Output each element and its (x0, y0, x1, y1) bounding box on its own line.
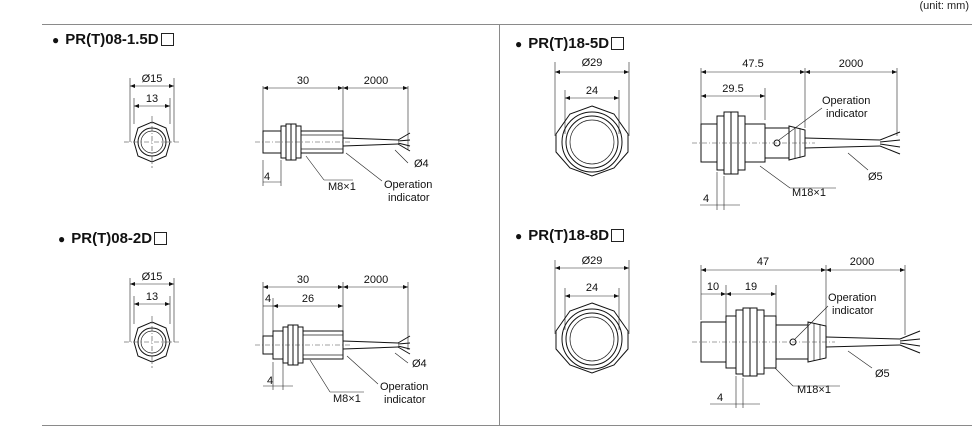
dim-cable-length: 2000 (364, 75, 388, 87)
dim-cable-length: 2000 (839, 58, 863, 70)
indicator-label-1: Operation (822, 95, 870, 107)
cable-dia-label: Ø4 (412, 358, 427, 370)
dim-body-length: 30 (297, 274, 309, 286)
section-title-pr08-1-5d: ● PR(T)08-1.5D (52, 31, 174, 48)
thread-label: M18×1 (797, 384, 831, 396)
dim-cable-length: 2000 (850, 256, 874, 268)
frame-top-line (42, 24, 972, 25)
indicator-label-1: Operation (828, 292, 876, 304)
front-inner-dia: 13 (146, 93, 158, 105)
frame-divider (499, 24, 500, 426)
indicator-label-2: indicator (384, 394, 426, 406)
dim-nut-gap: 4 (717, 392, 723, 404)
unit-note: (unit: mm) (919, 0, 970, 12)
dim-body-length: 47 (757, 256, 769, 268)
frame-bottom-line (42, 425, 972, 426)
front-view-pr08-2d: Ø15 13 (124, 271, 180, 368)
front-outer-dia: Ø15 (142, 73, 163, 85)
cable-dia-label: Ø5 (875, 368, 890, 380)
front-inner-dia: 24 (586, 282, 598, 294)
side-view-pr08-1-5d: 30 2000 4 M8×1 Operation indicator Ø4 (255, 75, 432, 204)
indicator-label-2: indicator (826, 108, 868, 120)
front-outer-dia: Ø29 (582, 255, 603, 267)
side-view-pr18-8d: 47 2000 10 19 4 M18×1 (692, 256, 921, 408)
front-inner-dia: 24 (586, 85, 598, 97)
side-view-pr08-2d: 30 2000 4 26 4 M8×1 Operation indicator (255, 274, 428, 406)
dim-nut-gap: 4 (703, 193, 709, 205)
checkbox-placeholder-icon (160, 33, 174, 46)
dim-protrude: 10 (707, 281, 719, 293)
front-view-pr08-1-5d: Ø15 13 (124, 73, 180, 168)
indicator-label-2: indicator (388, 192, 430, 204)
section-title-pr18-8d: ● PR(T)18-8D (515, 227, 625, 244)
model-name: PR(T)08-2D (71, 230, 153, 247)
front-outer-dia: Ø15 (142, 271, 163, 283)
front-view-pr18-5d: Ø29 24 (554, 57, 630, 177)
front-inner-dia: 13 (146, 291, 158, 303)
checkbox-placeholder-icon (611, 37, 625, 50)
indicator-label-1: Operation (380, 381, 428, 393)
bullet-icon: ● (515, 228, 523, 243)
bullet-icon: ● (52, 32, 60, 47)
dim-thread-length: 26 (302, 293, 314, 305)
front-outer-dia: Ø29 (582, 57, 603, 69)
dim-body-length: 30 (297, 75, 309, 87)
checkbox-placeholder-icon (611, 229, 625, 242)
side-view-pr18-5d: 47.5 2000 29.5 4 M18×1 Operation ind (692, 58, 901, 210)
front-view-pr18-8d: Ø29 24 (554, 255, 630, 374)
dim-body-length: 47.5 (742, 58, 763, 70)
dim-thread-length: 29.5 (722, 83, 743, 95)
model-name: PR(T)08-1.5D (65, 31, 159, 48)
dim-protrude: 4 (265, 293, 271, 305)
bullet-icon: ● (58, 231, 66, 246)
thread-label: M18×1 (792, 187, 826, 199)
model-name: PR(T)18-8D (528, 227, 610, 244)
checkbox-placeholder-icon (154, 232, 168, 245)
bullet-icon: ● (515, 36, 523, 51)
indicator-label-2: indicator (832, 305, 874, 317)
indicator-label-1: Operation (384, 179, 432, 191)
thread-label: M8×1 (333, 393, 361, 405)
thread-label: M8×1 (328, 181, 356, 193)
model-name: PR(T)18-5D (528, 35, 610, 52)
dim-nut-gap: 4 (264, 171, 270, 183)
cable-dia-label: Ø4 (414, 158, 429, 170)
dim-nut-gap: 4 (267, 375, 273, 387)
cable-dia-label: Ø5 (868, 171, 883, 183)
dim-cable-length: 2000 (364, 274, 388, 286)
section-title-pr08-2d: ● PR(T)08-2D (58, 230, 168, 247)
dim-thread-length: 19 (745, 281, 757, 293)
section-title-pr18-5d: ● PR(T)18-5D (515, 35, 625, 52)
